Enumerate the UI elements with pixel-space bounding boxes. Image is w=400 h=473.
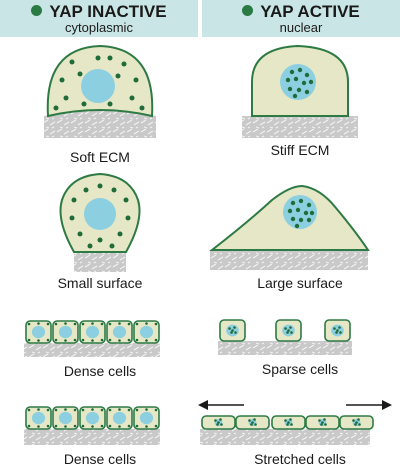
stretched-cells-substrate	[200, 429, 370, 445]
header-subtitle-inactive: cytoplasmic	[65, 20, 133, 35]
header-subtitle-active: nuclear	[279, 20, 323, 35]
soft-ecm-substrate	[44, 110, 156, 138]
soft-ecm-cell-group	[44, 44, 156, 138]
caption-large-surface: Large surface	[257, 275, 343, 291]
dense-cell-5-nucleus	[139, 325, 154, 339]
sparse-cells-group	[218, 319, 352, 355]
small-surface-substrate	[74, 252, 126, 272]
bullet-dot-icon	[31, 5, 43, 16]
dense-cell-b-4-nucleus	[112, 411, 127, 425]
sparse-cell-1	[219, 319, 246, 342]
caption-soft-ecm: Soft ECM	[70, 149, 130, 165]
dense-cell-1	[25, 320, 52, 344]
stretched-cells-group	[198, 400, 392, 445]
stretched-cell-1	[201, 415, 236, 430]
arrow-right-icon	[346, 400, 392, 410]
sparse-cell-3	[324, 319, 351, 342]
dense-cell-5	[133, 320, 160, 344]
stretched-cell-3	[271, 415, 306, 430]
dense-cell-2	[52, 320, 79, 344]
dense-cell-b-2-nucleus	[58, 411, 73, 425]
stiff-ecm-yap-dots	[285, 67, 314, 99]
dense-cell-b-2	[52, 406, 79, 430]
dense-cell-2-nucleus	[58, 325, 73, 339]
large-surface-cell-group	[209, 184, 370, 270]
stretched-cell-2	[235, 415, 270, 430]
soft-ecm-yap-dots	[53, 55, 145, 111]
dense-cells-row4	[25, 406, 160, 430]
dense-cell-b-3-nucleus	[85, 411, 100, 425]
sparse-cells-substrate	[218, 341, 352, 355]
dense-cell-3	[79, 320, 106, 344]
dense-cell-4	[106, 320, 133, 344]
yap-inactive-label: YAP INACTIVE	[49, 2, 167, 21]
caption-stretched-cells: Stretched cells	[254, 451, 346, 467]
dense-cells-substrate-2	[24, 429, 160, 445]
header-title-inactive: YAP INACTIVE	[0, 0, 198, 20]
dense-cells-row3	[25, 320, 160, 344]
header-yap-active: YAP ACTIVE nuclear	[202, 0, 400, 37]
dense-cell-b-1-nucleus	[31, 411, 46, 425]
dense-cell-1-nucleus	[31, 325, 46, 339]
dense-cell-4-nucleus	[112, 325, 127, 339]
dense-cells-row4-group	[24, 406, 160, 445]
header-title-active: YAP ACTIVE	[202, 0, 400, 20]
arrow-left-icon	[198, 400, 244, 410]
sparse-cell-2	[275, 319, 302, 342]
stiff-ecm-substrate	[242, 116, 358, 138]
caption-dense-cells-2: Dense cells	[63, 451, 137, 467]
caption-dense-cells: Dense cells	[63, 363, 137, 379]
header-yap-inactive: YAP INACTIVE cytoplasmic	[0, 0, 198, 37]
caption-small-surface: Small surface	[57, 275, 143, 291]
large-surface-substrate	[210, 250, 368, 270]
stretched-cell-5	[339, 415, 374, 430]
stretched-cell-4	[305, 415, 340, 430]
dense-cell-3-nucleus	[85, 325, 100, 339]
dense-cell-b-1	[25, 406, 52, 430]
dense-cells-substrate	[24, 343, 160, 357]
small-surface-cell-group	[59, 172, 141, 272]
caption-sparse-cells: Sparse cells	[261, 361, 339, 377]
small-surface-nucleus	[84, 198, 116, 230]
stretched-cells-row	[201, 415, 374, 430]
dense-cell-b-3	[79, 406, 106, 430]
dense-cell-b-5-nucleus	[139, 411, 154, 425]
large-surface-yap-dots	[287, 198, 315, 229]
soft-ecm-nucleus	[81, 69, 115, 103]
caption-stiff-ecm: Stiff ECM	[270, 142, 330, 158]
yap-active-label: YAP ACTIVE	[260, 2, 360, 21]
dense-cell-b-4	[106, 406, 133, 430]
bullet-dot-icon	[242, 5, 254, 16]
small-surface-yap-dots	[69, 183, 131, 249]
dense-cells-row3-group	[24, 320, 160, 357]
sparse-cells-row	[219, 319, 351, 342]
stiff-ecm-cell-group	[242, 44, 358, 138]
dense-cell-b-5	[133, 406, 160, 430]
